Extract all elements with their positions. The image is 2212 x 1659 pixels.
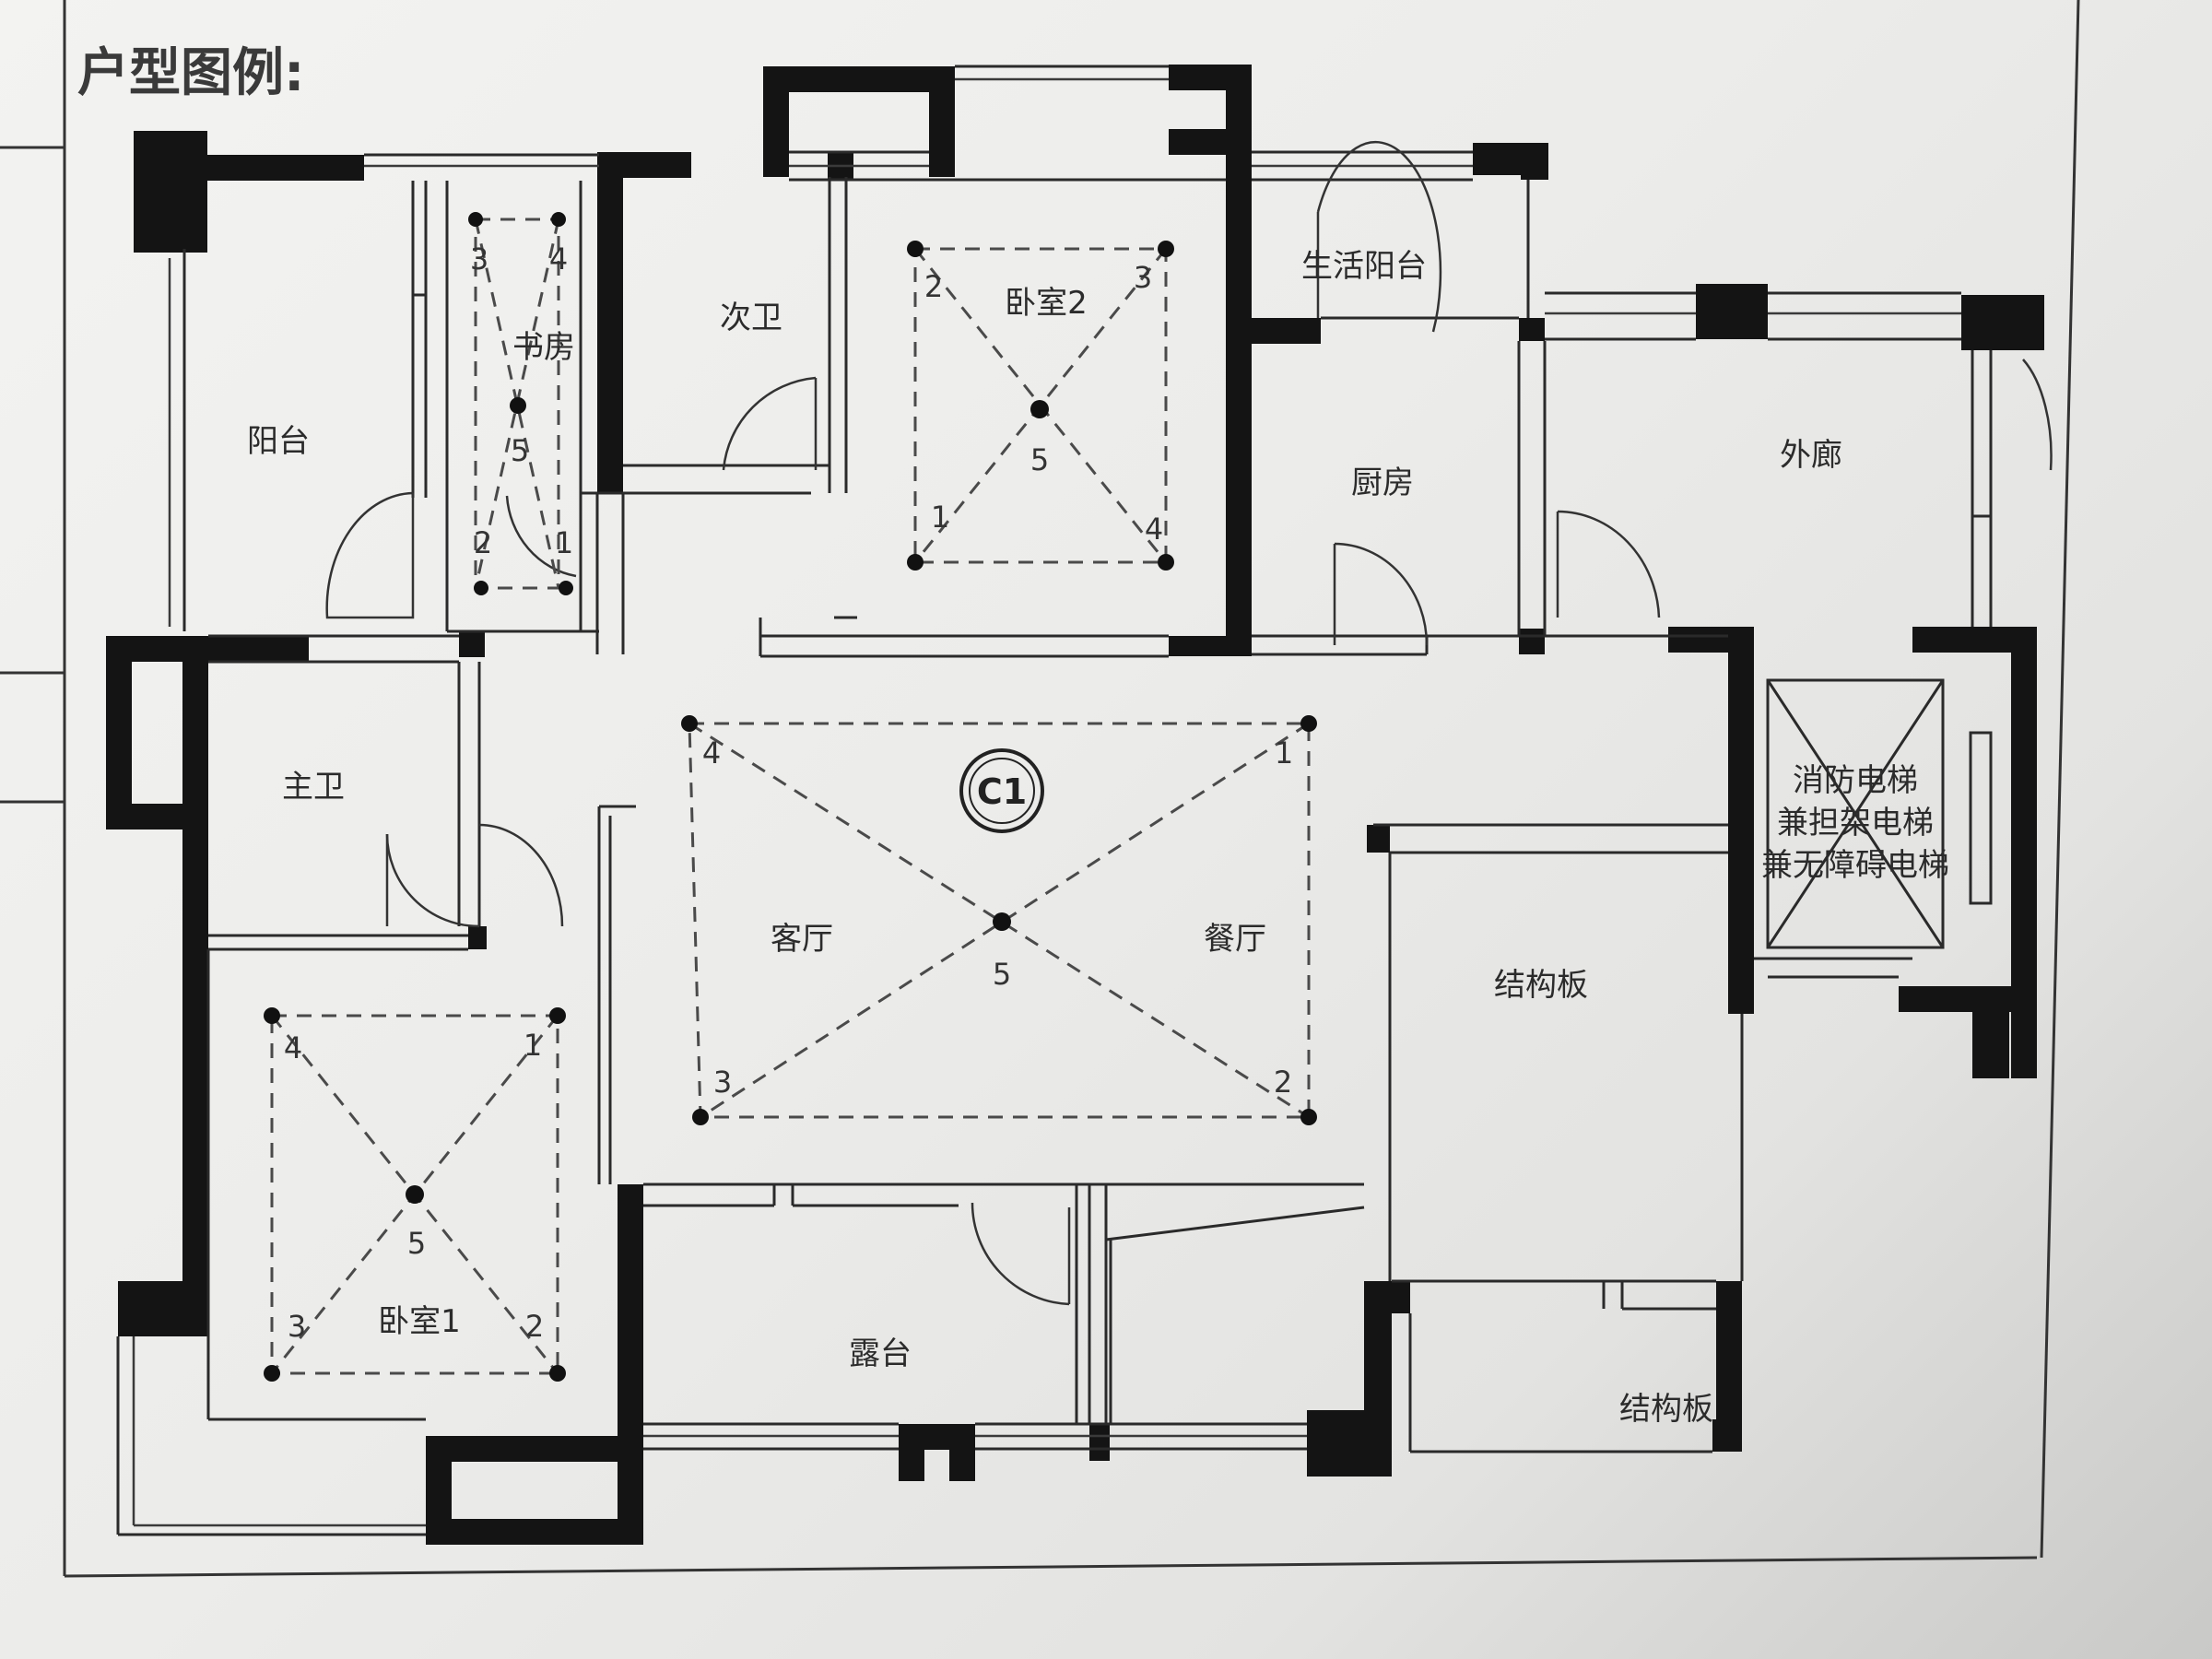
svg-text:2: 2 — [924, 269, 943, 304]
doors — [325, 140, 2053, 1306]
svg-text:4: 4 — [549, 241, 568, 276]
room-yangtai: 阳台 — [247, 423, 310, 460]
room-chufang: 厨房 — [1351, 465, 1414, 501]
svg-text:1: 1 — [1275, 735, 1293, 771]
room-canting: 餐厅 — [1204, 921, 1266, 958]
svg-text:兼无障碍电梯: 兼无障碍电梯 — [1761, 847, 1949, 884]
legend-title: 户型图例: — [77, 43, 304, 103]
room-shufang: 书房 — [512, 329, 575, 366]
svg-text:兼担架电梯: 兼担架电梯 — [1777, 805, 1934, 841]
light-points — [264, 212, 1317, 1382]
svg-text:5: 5 — [407, 1226, 426, 1261]
svg-text:3: 3 — [288, 1309, 306, 1344]
elevator-label: 消防电梯 兼担架电梯 兼无障碍电梯 — [1761, 762, 1949, 884]
room-lutai: 露台 — [849, 1335, 912, 1372]
room-zhuwei: 主卫 — [282, 769, 345, 806]
room-ciwei: 次卫 — [720, 300, 782, 336]
svg-text:1: 1 — [931, 500, 949, 535]
room-keting: 客厅 — [771, 921, 833, 958]
svg-text:5: 5 — [993, 957, 1011, 992]
room-jiegouban-1: 结构板 — [1494, 967, 1588, 1004]
sheet-border-right — [2040, 0, 2080, 1559]
c1-marker: C1 — [959, 748, 1044, 833]
svg-text:4: 4 — [284, 1030, 302, 1065]
room-jiegouban-2: 结构板 — [1619, 1391, 1713, 1428]
svg-text:2: 2 — [525, 1309, 544, 1344]
svg-text:3: 3 — [1134, 260, 1152, 295]
svg-text:消防电梯: 消防电梯 — [1793, 762, 1918, 799]
room-shenghuo-yangtai: 生活阳台 — [1301, 248, 1427, 285]
svg-text:5: 5 — [1030, 442, 1049, 477]
walls — [106, 65, 2044, 1545]
room-woshi2: 卧室2 — [1005, 285, 1088, 322]
svg-text:1: 1 — [555, 525, 573, 560]
svg-text:2: 2 — [474, 525, 492, 560]
svg-text:3: 3 — [470, 241, 488, 276]
room-woshi1: 卧室1 — [378, 1303, 461, 1340]
point-numbers: 3 4 5 2 1 2 3 5 1 4 4 1 5 3 2 4 1 5 3 2 — [284, 241, 1293, 1344]
room-waidan: 外廊 — [1780, 437, 1842, 474]
svg-text:3: 3 — [713, 1065, 732, 1100]
svg-text:2: 2 — [1274, 1065, 1292, 1100]
svg-text:4: 4 — [1145, 512, 1163, 547]
sheet-border-bottom — [64, 1556, 2038, 1578]
svg-text:1: 1 — [524, 1028, 542, 1063]
svg-text:5: 5 — [511, 433, 529, 468]
mark-c1: C1 — [977, 771, 1027, 812]
svg-text:4: 4 — [702, 735, 721, 771]
room-labels: 阳台 书房 次卫 卧室2 生活阳台 外廊 厨房 主卫 客厅 餐厅 结构板 结构板… — [247, 248, 1842, 1428]
